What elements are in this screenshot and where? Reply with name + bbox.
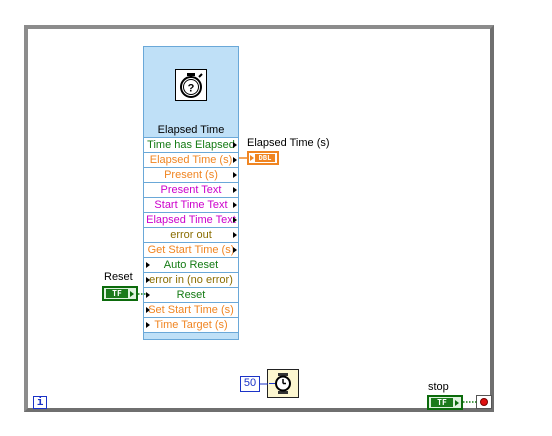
loop-condition-terminal[interactable] bbox=[476, 395, 492, 409]
terminal-reset[interactable]: Reset bbox=[144, 288, 238, 303]
elapsed-time-indicator-label: Elapsed Time (s) bbox=[247, 137, 330, 149]
output-arrow-icon bbox=[233, 247, 237, 253]
tf-type-badge: TF bbox=[431, 398, 453, 407]
output-arrow-icon bbox=[233, 202, 237, 208]
output-arrow-icon bbox=[233, 187, 237, 193]
stop-if-true-icon bbox=[480, 398, 488, 406]
output-arrow-icon bbox=[455, 400, 459, 406]
output-arrow-icon bbox=[233, 217, 237, 223]
stop-control[interactable]: TF bbox=[427, 395, 463, 410]
elapsed-time-indicator[interactable]: DBL bbox=[247, 151, 279, 165]
output-arrow-icon bbox=[233, 142, 237, 148]
stopwatch-icon: ? bbox=[175, 69, 207, 101]
input-arrow-icon bbox=[250, 155, 254, 161]
output-arrow-icon bbox=[233, 232, 237, 238]
svg-text:?: ? bbox=[188, 83, 195, 95]
output-arrow-icon bbox=[233, 157, 237, 163]
tf-type-badge: TF bbox=[106, 289, 128, 298]
iteration-terminal[interactable]: i bbox=[33, 396, 47, 409]
terminal-set-start-time[interactable]: Set Start Time (s) bbox=[144, 303, 238, 318]
input-arrow-icon bbox=[146, 262, 150, 268]
input-arrow-icon bbox=[146, 277, 150, 283]
output-arrow-icon bbox=[233, 172, 237, 178]
reset-control[interactable]: TF bbox=[102, 286, 138, 301]
express-vi-title: Elapsed Time bbox=[157, 124, 225, 136]
elapsed-time-express-vi[interactable]: ? Elapsed Time Time has Elapsed Elapsed … bbox=[143, 46, 239, 340]
wait-ms-icon[interactable] bbox=[267, 369, 299, 398]
input-arrow-icon bbox=[146, 307, 150, 313]
terminal-error-in[interactable]: error in (no error) bbox=[144, 273, 238, 288]
stop-control-label: stop bbox=[428, 381, 449, 393]
output-arrow-icon bbox=[130, 291, 134, 297]
terminal-time-has-elapsed[interactable]: Time has Elapsed bbox=[144, 138, 238, 153]
terminal-time-target[interactable]: Time Target (s) bbox=[144, 318, 238, 333]
terminal-present[interactable]: Present (s) bbox=[144, 168, 238, 183]
terminal-get-start-time[interactable]: Get Start Time (s) bbox=[144, 243, 238, 258]
dbl-type-badge: DBL bbox=[255, 154, 275, 162]
terminal-error-out[interactable]: error out bbox=[144, 228, 238, 243]
wait-ms-constant[interactable]: 50 bbox=[240, 376, 260, 392]
terminal-present-text[interactable]: Present Text bbox=[144, 183, 238, 198]
input-arrow-icon bbox=[146, 322, 150, 328]
input-arrow-icon bbox=[146, 292, 150, 298]
terminal-auto-reset[interactable]: Auto Reset bbox=[144, 258, 238, 273]
terminal-elapsed-time[interactable]: Elapsed Time (s) bbox=[144, 153, 238, 168]
terminal-start-time-text[interactable]: Start Time Text bbox=[144, 198, 238, 213]
while-loop[interactable] bbox=[24, 25, 494, 412]
reset-control-label: Reset bbox=[104, 271, 133, 283]
terminal-elapsed-time-text[interactable]: Elapsed Time Text bbox=[144, 213, 238, 228]
express-vi-terminal-list: Time has Elapsed Elapsed Time (s) Presen… bbox=[144, 137, 238, 333]
